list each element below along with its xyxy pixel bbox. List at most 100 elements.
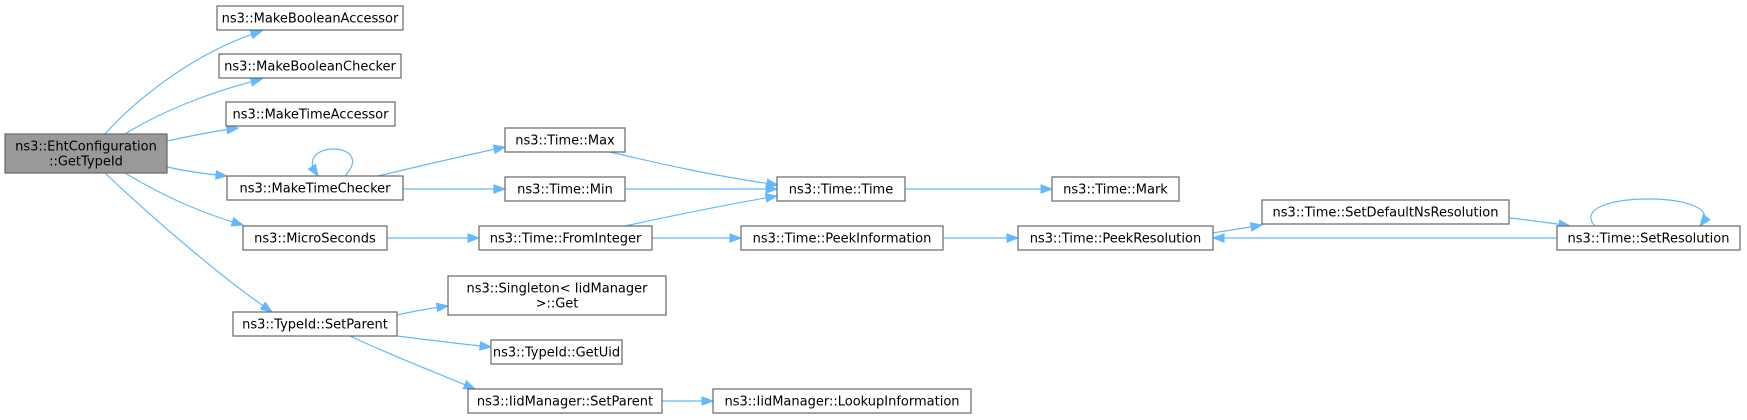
edge-arrowhead bbox=[249, 29, 264, 40]
node-lookupinfo[interactable]: ns3::IidManager::LookupInformation bbox=[712, 388, 972, 414]
node-box bbox=[504, 176, 626, 202]
node-typeidsetparent[interactable]: ns3::TypeId::SetParent bbox=[232, 311, 398, 337]
node-box bbox=[216, 5, 404, 31]
edge-arrowhead bbox=[467, 233, 481, 243]
edge-fromint-to-peekinfo bbox=[652, 233, 743, 243]
node-getuid[interactable]: ns3::TypeId::GetUid bbox=[490, 339, 623, 365]
edge-arrowhead bbox=[729, 233, 743, 243]
edge-maketimechk-to-timemin bbox=[403, 184, 507, 194]
node-box bbox=[776, 176, 906, 202]
node-box bbox=[1017, 225, 1214, 251]
node-label: >::Get bbox=[536, 297, 579, 312]
node-setres[interactable]: ns3::Time::SetResolution bbox=[1556, 225, 1741, 251]
node-peekres[interactable]: ns3::Time::PeekResolution bbox=[1017, 225, 1214, 251]
node-box bbox=[226, 175, 404, 201]
node-fromint[interactable]: ns3::Time::FromInteger bbox=[478, 225, 653, 251]
edge-line bbox=[124, 78, 263, 135]
node-box bbox=[740, 225, 944, 251]
node-label: ns3::IidManager::SetParent bbox=[477, 395, 653, 410]
edge-arrowhead bbox=[765, 184, 779, 194]
edge-peekres-to-setdefaultns bbox=[1212, 222, 1264, 234]
node-box bbox=[478, 225, 653, 251]
node-label: ns3::Time::Max bbox=[515, 134, 615, 149]
node-timemark[interactable]: ns3::Time::Mark bbox=[1051, 176, 1180, 202]
node-makeboolchk[interactable]: ns3::MakeBooleanChecker bbox=[218, 53, 402, 79]
node-makeboolacc[interactable]: ns3::MakeBooleanAccessor bbox=[216, 5, 404, 31]
edge-arrowhead bbox=[1699, 213, 1711, 228]
node-maketimechk[interactable]: ns3::MakeTimeChecker bbox=[226, 175, 404, 201]
node-label: ns3::TypeId::GetUid bbox=[493, 346, 620, 361]
edge-arrowhead bbox=[230, 217, 245, 227]
node-label: ns3::Time::FromInteger bbox=[490, 232, 642, 247]
edge-line bbox=[377, 146, 506, 177]
edge-gettypeid-to-typeidsetparent bbox=[104, 172, 274, 313]
node-label: ns3::MakeBooleanAccessor bbox=[222, 12, 399, 27]
node-label: ns3::Time::Mark bbox=[1063, 183, 1168, 198]
node-box bbox=[1261, 199, 1510, 225]
edge-iidsetparent-to-lookupinfo bbox=[662, 396, 715, 406]
edge-arrowhead bbox=[225, 124, 240, 135]
node-box bbox=[242, 225, 388, 251]
edge-timetime-to-timemark bbox=[905, 184, 1054, 194]
edge-line bbox=[349, 335, 476, 390]
edge-arrowhead bbox=[249, 77, 264, 87]
edge-arrowhead bbox=[1211, 233, 1225, 243]
node-box bbox=[232, 311, 398, 337]
edge-timemax-to-timetime bbox=[609, 151, 780, 189]
edge-gettypeid-to-maketimechk bbox=[166, 166, 229, 180]
node-iidsetparent[interactable]: ns3::IidManager::SetParent bbox=[467, 388, 663, 414]
node-label: ns3::Time::Time bbox=[789, 183, 893, 198]
edge-line bbox=[104, 30, 263, 135]
node-label: ns3::MicroSeconds bbox=[254, 232, 376, 247]
node-label: ns3::MakeTimeChecker bbox=[240, 182, 392, 197]
node-label: ns3::Time::Min bbox=[517, 183, 613, 198]
edge-gettypeid-to-microseconds bbox=[124, 172, 245, 227]
node-timemin[interactable]: ns3::Time::Min bbox=[504, 176, 626, 202]
edge-typeidsetparent-to-getuid bbox=[396, 335, 493, 351]
edge-arrowhead bbox=[1006, 233, 1020, 243]
node-maketimeacc[interactable]: ns3::MakeTimeAccessor bbox=[225, 101, 396, 127]
node-singletonget[interactable]: ns3::Singleton< IidManager>::Get bbox=[447, 275, 667, 316]
node-timetime[interactable]: ns3::Time::Time bbox=[776, 176, 906, 202]
edge-arrowhead bbox=[1040, 184, 1054, 194]
node-label: ns3::MakeBooleanChecker bbox=[224, 60, 396, 75]
node-label: ns3::Singleton< IidManager bbox=[466, 282, 648, 297]
edge-line bbox=[311, 148, 354, 177]
edge-line bbox=[104, 172, 273, 313]
node-box bbox=[1051, 176, 1180, 202]
node-box bbox=[447, 275, 667, 316]
node-gettypeid[interactable]: ns3::EhtConfiguration::GetTypeId bbox=[4, 133, 168, 174]
edge-arrowhead bbox=[435, 302, 450, 313]
node-microseconds[interactable]: ns3::MicroSeconds bbox=[242, 225, 388, 251]
node-label: ::GetTypeId bbox=[49, 155, 123, 170]
edge-arrowhead bbox=[215, 169, 229, 180]
edge-arrowhead bbox=[307, 163, 319, 178]
edge-arrowhead bbox=[492, 144, 507, 155]
node-setdefaultns[interactable]: ns3::Time::SetDefaultNsResolution bbox=[1261, 199, 1510, 225]
node-label: ns3::Time::SetDefaultNsResolution bbox=[1273, 206, 1499, 221]
node-peekinfo[interactable]: ns3::Time::PeekInformation bbox=[740, 225, 944, 251]
edge-line bbox=[609, 151, 779, 186]
edge-gettypeid-to-maketimeacc bbox=[166, 124, 240, 142]
edge-line bbox=[624, 195, 778, 227]
edge-typeidsetparent-to-singletonget bbox=[396, 302, 450, 316]
node-box bbox=[218, 53, 402, 79]
edge-timemin-to-timetime bbox=[625, 184, 779, 194]
node-box bbox=[225, 101, 396, 127]
node-box bbox=[467, 388, 663, 414]
node-label: ns3::Time::PeekInformation bbox=[753, 232, 932, 247]
node-box bbox=[504, 127, 626, 153]
edge-line bbox=[1590, 198, 1705, 227]
node-label: ns3::Time::SetResolution bbox=[1568, 232, 1730, 247]
node-box bbox=[490, 339, 623, 365]
node-label: ns3::IidManager::LookupInformation bbox=[724, 395, 959, 410]
node-label: ns3::MakeTimeAccessor bbox=[233, 108, 390, 123]
edge-fromint-to-timetime bbox=[624, 193, 779, 227]
edge-line bbox=[124, 172, 244, 226]
node-label: ns3::EhtConfiguration bbox=[15, 140, 157, 155]
edge-microseconds-to-fromint bbox=[387, 233, 481, 243]
edge-arrowhead bbox=[479, 340, 493, 351]
node-timemax[interactable]: ns3::Time::Max bbox=[504, 127, 626, 153]
edge-maketimechk-to-maketimechk bbox=[307, 148, 354, 178]
